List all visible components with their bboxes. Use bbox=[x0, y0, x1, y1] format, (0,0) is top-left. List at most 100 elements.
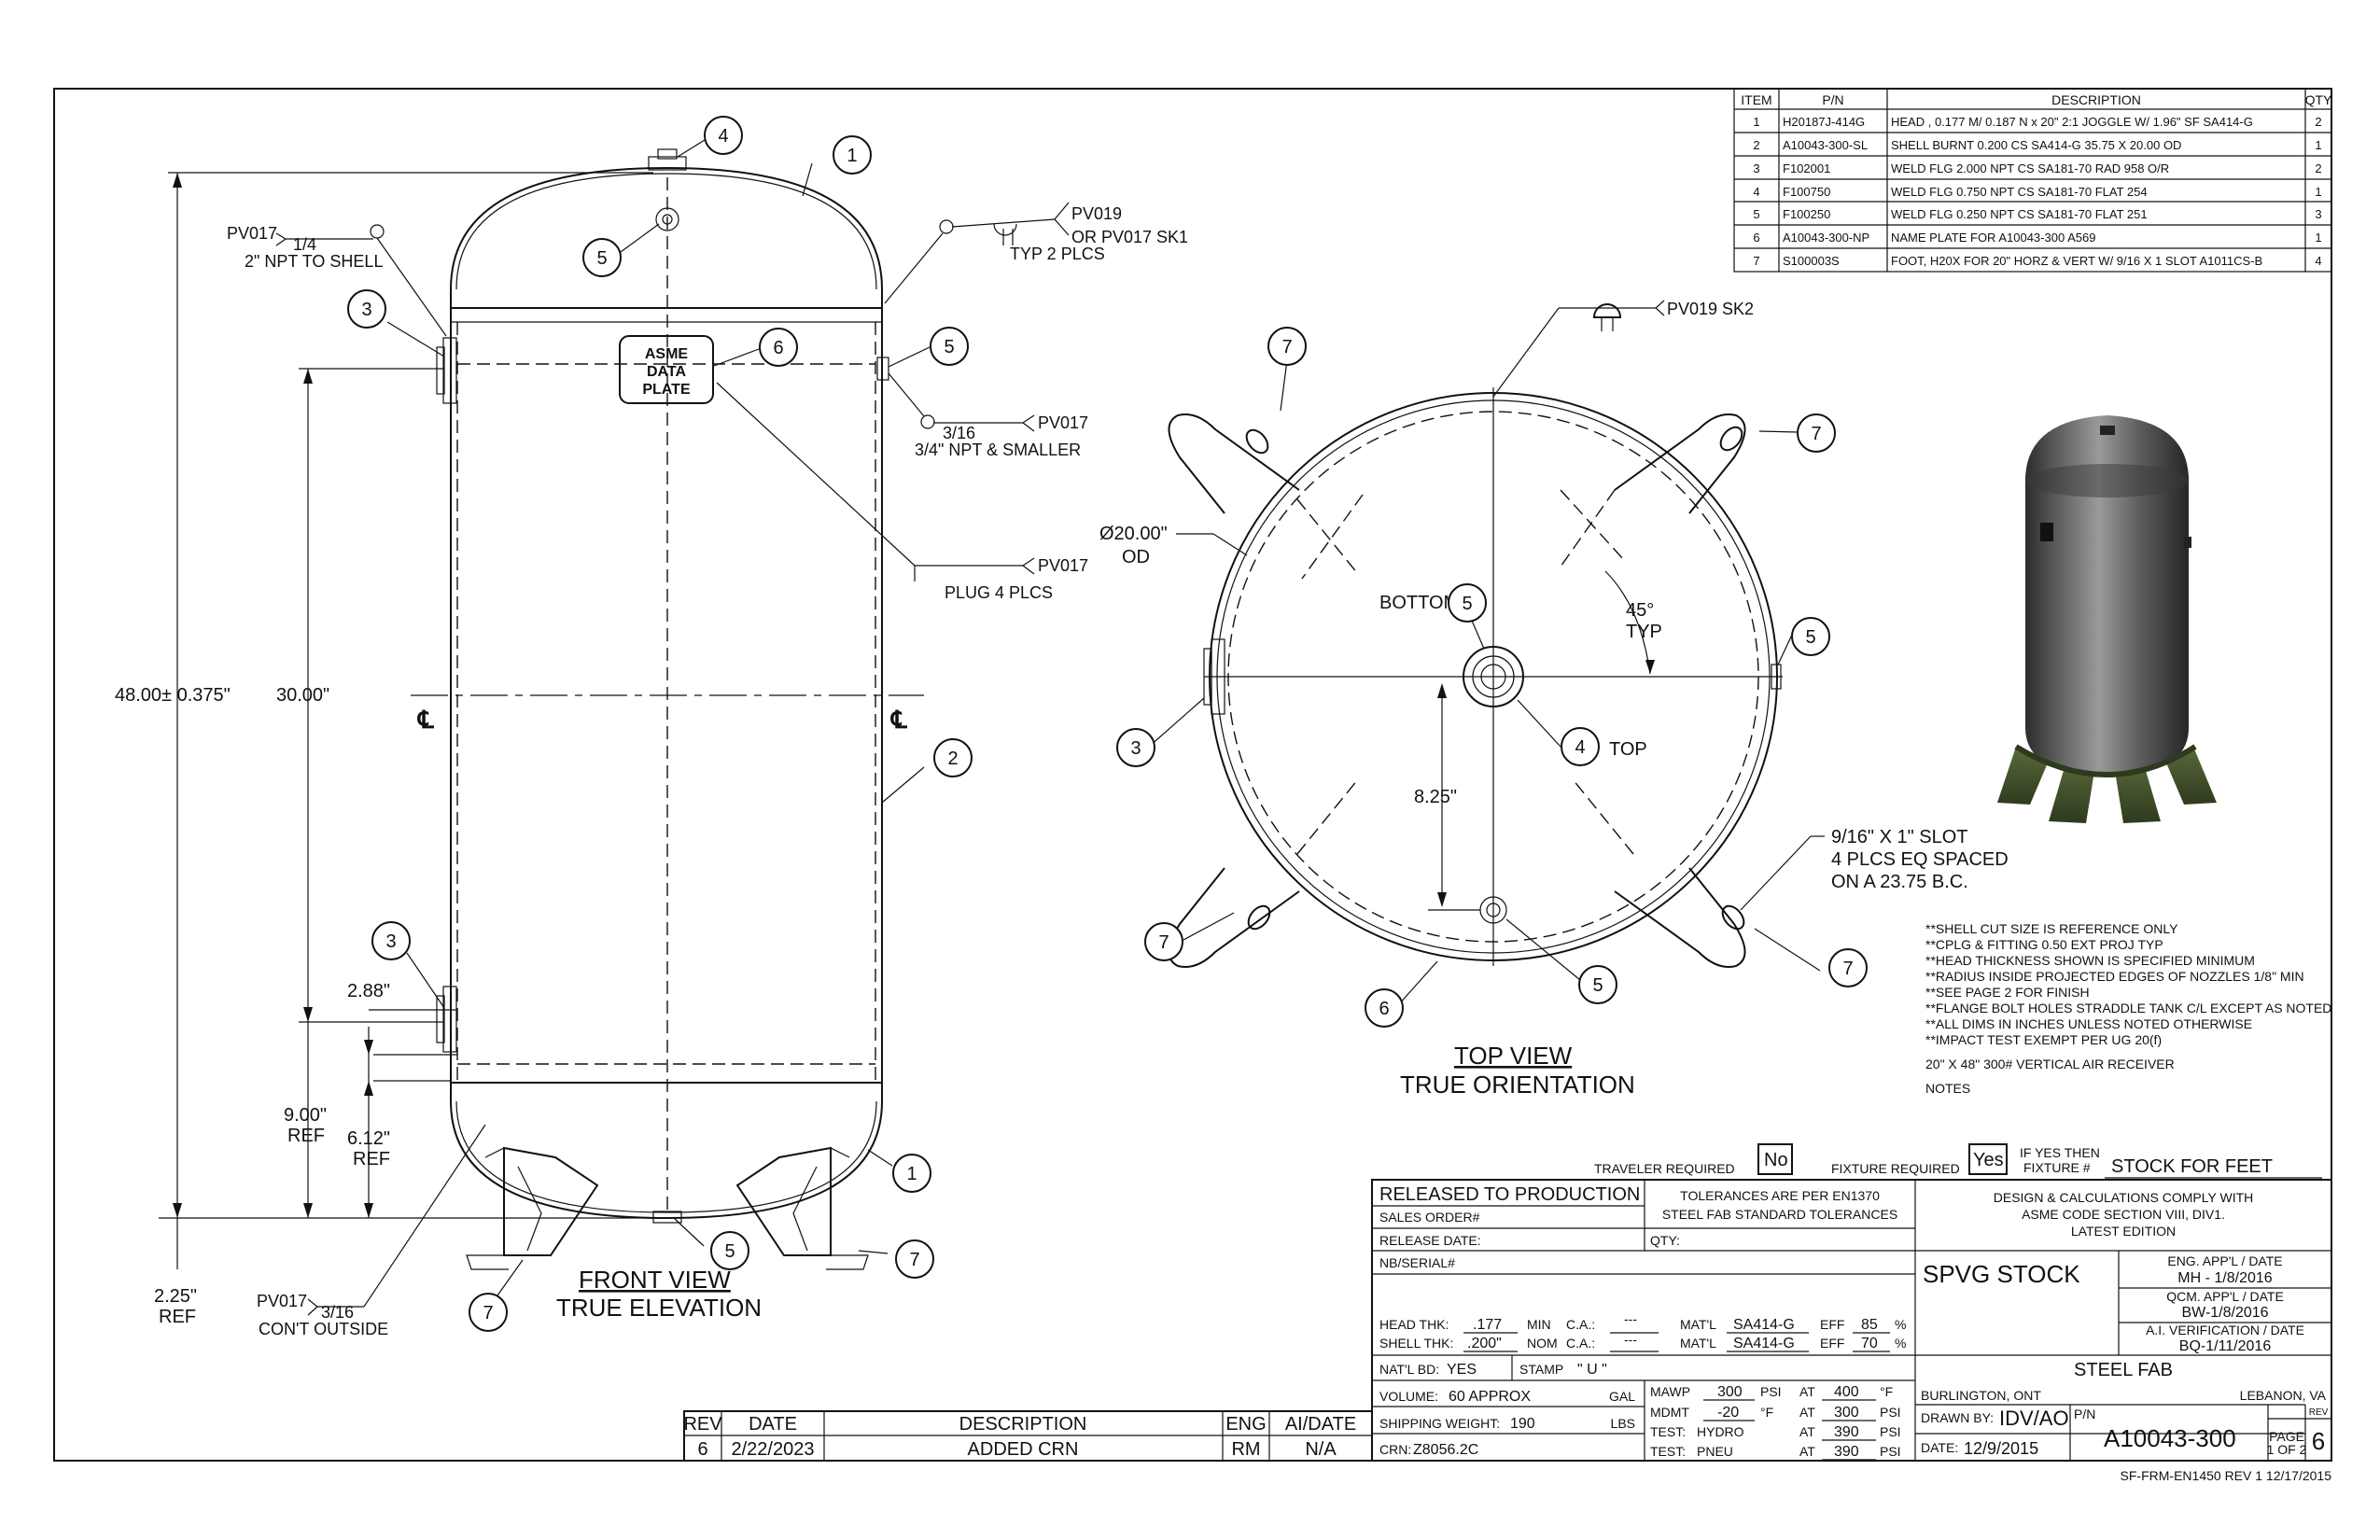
top-bottom-label: BOTTOM bbox=[1379, 593, 1459, 613]
bom-header-qty: QTY bbox=[2305, 92, 2332, 107]
item-balloon bbox=[347, 289, 386, 329]
top-foot-ne bbox=[1614, 413, 1746, 514]
fixture-label: FIXTURE REQUIRED bbox=[1831, 1161, 1960, 1176]
shell-eff-label: EFF bbox=[1820, 1336, 1844, 1351]
date-label: DATE: bbox=[1921, 1440, 1958, 1455]
weld-note-1-a: PV017 bbox=[227, 224, 277, 243]
page-label: PAGE bbox=[2269, 1429, 2304, 1444]
note-line-3: **HEAD THICKNESS SHOWN IS SPECIFIED MINI… bbox=[1925, 953, 2255, 968]
dim-9-00-ref: REF bbox=[287, 1126, 325, 1146]
head-ca-label: C.A.: bbox=[1566, 1317, 1595, 1332]
head-matl-value: SA414-G bbox=[1733, 1317, 1795, 1333]
volume-unit: GAL bbox=[1609, 1389, 1635, 1404]
top-slot-note-3: ON A 23.75 B.C. bbox=[1831, 872, 1968, 892]
item-balloon-number: 5 bbox=[1592, 975, 1603, 996]
item-balloon-number: 3 bbox=[1130, 738, 1141, 759]
natl-bd-label: NAT'L BD: bbox=[1379, 1362, 1439, 1377]
shell-eff-pct: % bbox=[1895, 1336, 1906, 1351]
revision-block: REV DATE DESCRIPTION ENG AI/DATE 6 2/22/… bbox=[683, 1410, 1373, 1462]
mawp-at: AT bbox=[1799, 1384, 1815, 1399]
rev-header-date: DATE bbox=[749, 1414, 797, 1435]
crn-value: Z8056.2C bbox=[1413, 1442, 1478, 1458]
centerline-mark-right: ℄ bbox=[890, 706, 908, 734]
item-balloon-number: 6 bbox=[1379, 999, 1389, 1019]
top-pv019-note: PV019 SK2 bbox=[1667, 300, 1754, 318]
item-balloon bbox=[1267, 327, 1307, 366]
item-balloon-number: 5 bbox=[724, 1241, 735, 1262]
item-balloon bbox=[1365, 988, 1404, 1028]
test1-psi: PSI bbox=[1880, 1424, 1901, 1439]
bom-cell-pn: S100003S bbox=[1783, 254, 1840, 268]
item-balloon-number: 3 bbox=[361, 300, 371, 320]
foot-right bbox=[735, 1146, 832, 1256]
front-view-subtitle: TRUE ELEVATION bbox=[556, 1294, 762, 1322]
bom-cell-pn: F100250 bbox=[1783, 207, 1830, 221]
release-date-label: RELEASE DATE: bbox=[1379, 1233, 1481, 1248]
item-balloon bbox=[930, 327, 969, 366]
top-angle-dim: 45° bbox=[1626, 600, 1654, 621]
drawn-by-value: IDV/AO bbox=[1999, 1407, 2069, 1430]
item-balloon-number: 5 bbox=[596, 248, 607, 269]
weld-note-2-c: TYP 2 PLCS bbox=[1010, 245, 1105, 263]
dim-2-88: 2.88" bbox=[347, 981, 390, 1001]
item-balloon-number: 7 bbox=[483, 1303, 493, 1323]
note-line-1: **SHELL CUT SIZE IS REFERENCE ONLY bbox=[1925, 921, 2178, 936]
test2-pressure: 390 bbox=[1834, 1444, 1859, 1460]
bom-cell-desc: SHELL BURNT 0.200 CS SA414-G 35.75 X 20.… bbox=[1891, 138, 2181, 152]
top-foot-nw bbox=[1168, 413, 1300, 514]
head-eff-value: 85 bbox=[1861, 1317, 1878, 1333]
item-balloon-number: 1 bbox=[847, 146, 857, 166]
title-block: TRAVELER REQUIRED No FIXTURE REQUIRED Ye… bbox=[1371, 1143, 2332, 1483]
note-line-7: **ALL DIMS IN INCHES UNLESS NOTED OTHERW… bbox=[1925, 1016, 2252, 1031]
note-line-5: **SEE PAGE 2 FOR FINISH bbox=[1925, 985, 2090, 1000]
test1-label: TEST: bbox=[1650, 1424, 1686, 1439]
bom-cell-pn: A10043-300-SL bbox=[1783, 138, 1868, 152]
weld-note-1-b: 1/4 bbox=[293, 235, 316, 254]
top-dim-8-25: 8.25" bbox=[1414, 787, 1457, 807]
note-line-2: **CPLG & FITTING 0.50 EXT PROJ TYP bbox=[1925, 937, 2163, 952]
note-line-8: **IMPACT TEST EXEMPT PER UG 20(f) bbox=[1925, 1032, 2162, 1047]
stamp-value: " U " bbox=[1577, 1362, 1607, 1378]
notes-label: NOTES bbox=[1925, 1081, 1970, 1096]
item-balloon-number: 4 bbox=[1575, 737, 1585, 758]
item-balloon-number: 6 bbox=[773, 338, 783, 358]
nameplate-line-2: DATA bbox=[647, 364, 687, 380]
nb-serial-label: NB/SERIAL# bbox=[1379, 1255, 1455, 1270]
item-balloon bbox=[1828, 948, 1868, 987]
bom-cell-desc: FOOT, H20X FOR 20" HORZ & VERT W/ 9/16 X… bbox=[1891, 254, 2262, 268]
if-yes-label: IF YES THEN bbox=[2020, 1145, 2100, 1160]
tank-outline bbox=[450, 166, 883, 1220]
head-thk-value: .177 bbox=[1473, 1317, 1502, 1333]
item-balloon-number: 5 bbox=[1805, 627, 1815, 648]
bom-cell-qty: 2 bbox=[2315, 115, 2321, 129]
bom-cell-qty: 1 bbox=[2315, 231, 2321, 245]
item-balloon bbox=[1116, 728, 1155, 767]
item-balloon bbox=[933, 738, 973, 777]
test1-value: HYDRO bbox=[1697, 1424, 1744, 1439]
weld-note-4-a: PV017 bbox=[1038, 556, 1088, 575]
fixture-value: Yes bbox=[1973, 1150, 2004, 1170]
item-balloon bbox=[710, 1231, 749, 1270]
rev-row-desc: ADDED CRN bbox=[968, 1439, 1079, 1460]
bom-cell-qty: 1 bbox=[2315, 138, 2321, 152]
rev-row-ai: N/A bbox=[1305, 1439, 1337, 1460]
weld-note-5-a: PV017 bbox=[257, 1292, 307, 1310]
stamp-label: STAMP bbox=[1519, 1362, 1563, 1377]
rev-row-rev: 6 bbox=[697, 1439, 707, 1460]
item-balloon-number: 7 bbox=[909, 1250, 919, 1270]
note-receiver: 20" X 48" 300# VERTICAL AIR RECEIVER bbox=[1925, 1057, 2175, 1071]
design-line-1: DESIGN & CALCULATIONS COMPLY WITH bbox=[1994, 1190, 2254, 1205]
nameplate-line-3: PLATE bbox=[642, 382, 691, 398]
tank-isometric-render bbox=[1997, 415, 2217, 823]
bom-header-desc: DESCRIPTION bbox=[2051, 92, 2141, 107]
bom-cell-desc: WELD FLG 2.000 NPT CS SA181-70 RAD 958 O… bbox=[1891, 161, 2169, 175]
bom-cell-item: 2 bbox=[1753, 138, 1759, 152]
weld-note-3-a: 3/16 bbox=[943, 424, 975, 442]
rev-header-ai: AI/DATE bbox=[1285, 1414, 1356, 1435]
bom-cell-item: 5 bbox=[1753, 207, 1759, 221]
mawp-temp: 400 bbox=[1834, 1384, 1859, 1400]
test2-value: PNEU bbox=[1697, 1444, 1733, 1459]
item-balloon-number: 2 bbox=[947, 749, 958, 769]
top-slot-note-2: 4 PLCS EQ SPACED bbox=[1831, 849, 2009, 870]
